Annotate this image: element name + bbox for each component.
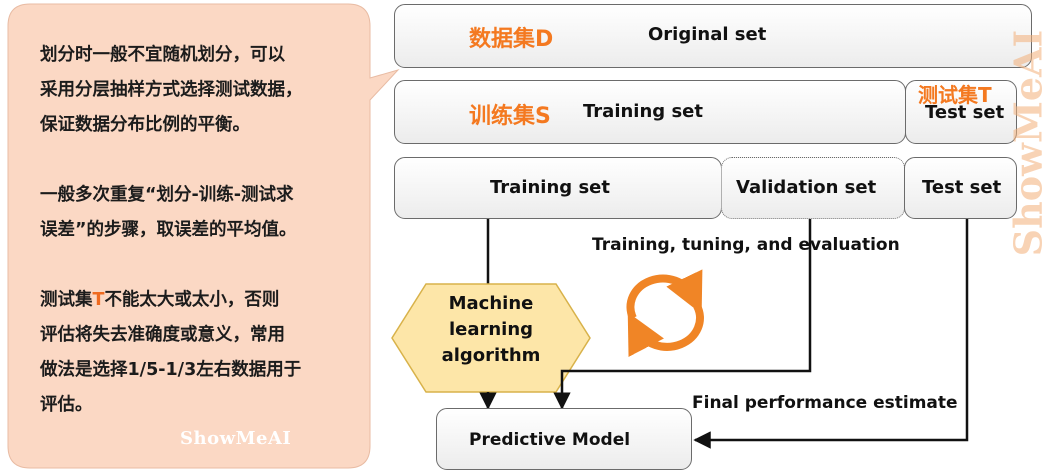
callout-bubble	[7, 3, 400, 469]
final-estimate-text: Final performance estimate	[692, 393, 958, 413]
training-set-s-cn-label: 训练集S	[469, 104, 551, 129]
cycle-text: Training, tuning, and evaluation	[592, 235, 900, 255]
svg-text:ShowMeAI: ShowMeAI	[1008, 30, 1048, 257]
callout-para-3-prefix: 测试集	[40, 290, 93, 310]
callout-para-3-highlight: T	[92, 290, 105, 310]
callout-para-2: 一般多次重复“划分-训练-测试求 误差”的步骤，取误差的平均值。	[40, 185, 297, 240]
test-set-box	[904, 157, 1017, 219]
original-set-box	[394, 4, 1032, 68]
test-set-label: Test set	[922, 177, 1002, 198]
training-set-box	[394, 157, 722, 219]
validation-set-box	[721, 157, 905, 219]
algorithm-hexagon	[391, 283, 591, 393]
callout-para-3-rest: 不能太大或太小，否则 评估将失去准确度或意义，常用 做法是选择1/5-1/3左右…	[40, 290, 302, 415]
training-set-s-label: Training set	[583, 101, 703, 122]
original-set-label: Original set	[648, 24, 767, 45]
callout-para-3: 测试集T不能太大或太小，否则 评估将失去准确度或意义，常用 做法是选择1/5-1…	[40, 283, 360, 423]
predictive-model-box	[436, 408, 692, 470]
test-set-t-cn-label: 测试集T	[918, 83, 992, 107]
training-set-s-box	[394, 80, 906, 144]
validation-to-model-arrow	[553, 219, 812, 410]
callout-para-1: 划分时一般不宜随机划分，可以 采用分层抽样方式选择测试数据， 保证数据分布比例的…	[40, 45, 303, 135]
cycle-icon	[626, 269, 704, 358]
validation-set-label: Validation set	[736, 177, 877, 198]
test-set-t-label: Test set	[925, 102, 1005, 123]
training-set-label: Training set	[490, 177, 610, 198]
algorithm-label: Machine learning algorithm	[441, 293, 541, 366]
test-to-model-arrow	[693, 219, 969, 449]
callout-logo: ShowMeAI	[180, 428, 292, 449]
watermark-logo: ShowMeAI	[1008, 30, 1048, 257]
dataset-d-label: 数据集D	[469, 27, 554, 52]
predictive-model-label: Predictive Model	[469, 430, 631, 450]
callout-text: 划分时一般不宜随机划分，可以 采用分层抽样方式选择测试数据， 保证数据分布比例的…	[40, 38, 360, 458]
test-set-t-box	[905, 80, 1017, 144]
